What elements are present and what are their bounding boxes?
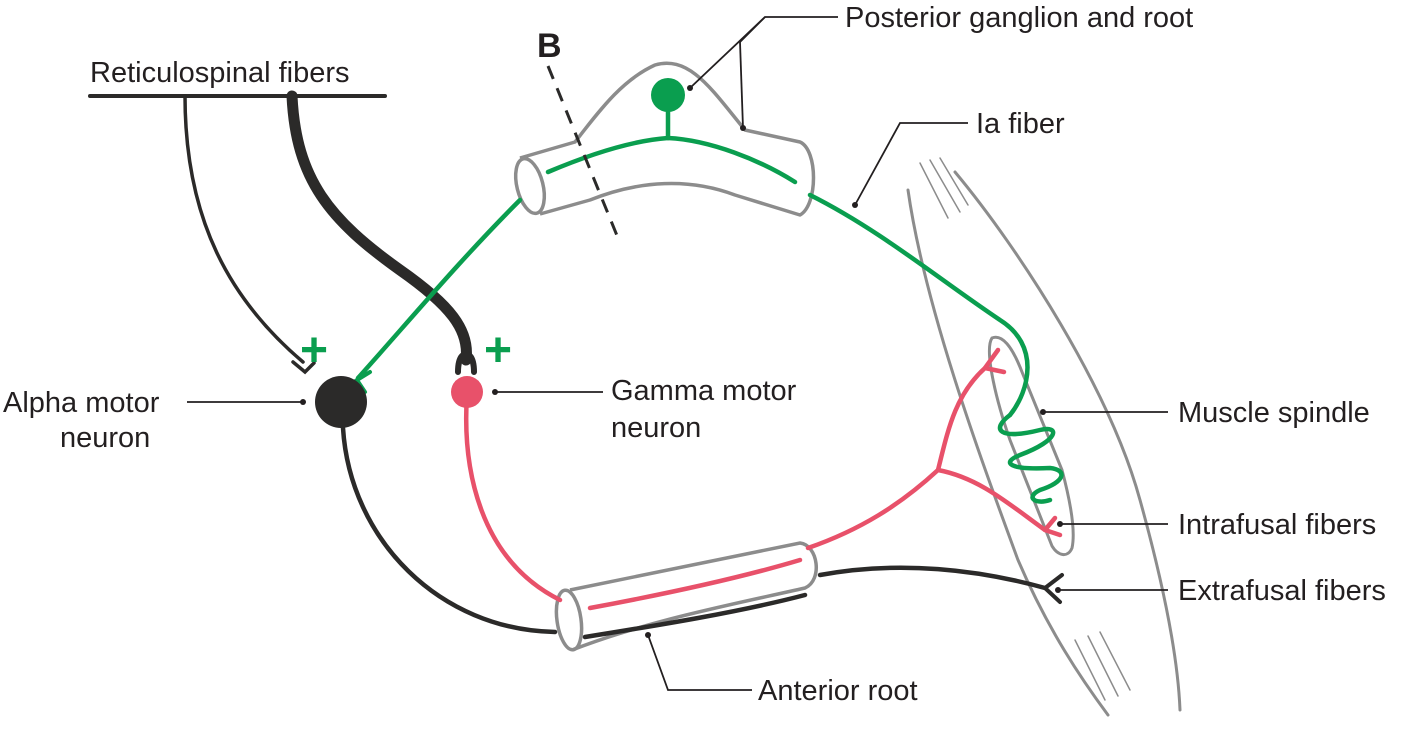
leader-lines (187, 16, 1168, 691)
alpha-motor-neuron (315, 376, 367, 428)
leader-dots (300, 85, 1063, 638)
anterior-root-sheath (554, 541, 818, 652)
posterior-ganglion-cell (651, 78, 685, 112)
posterior-root-sheath (513, 61, 816, 217)
extrafusal-label: Extrafusal fibers (1178, 575, 1386, 607)
gamma-motor-neuron (451, 376, 483, 408)
ia-fiber-label: Ia fiber (976, 108, 1065, 140)
gamma-label-line1: Gamma motor (611, 375, 797, 407)
muscle-spindle (988, 335, 1075, 556)
muscle-spindle-label: Muscle spindle (1178, 397, 1370, 429)
alpha-efferent-fiber (340, 425, 1064, 640)
intrafusal-label: Intrafusal fibers (1178, 509, 1376, 541)
b-dashed-line (546, 65, 622, 244)
alpha-excitatory-plus: + (300, 324, 328, 377)
gamma-label-line2: neuron (611, 412, 701, 444)
gamma-efferent-fiber (464, 347, 1063, 611)
b-marker-label: B (537, 27, 562, 65)
posterior-leader (689, 16, 838, 89)
muscle-outline (906, 157, 1182, 717)
posterior-ganglion-label: Posterior ganglion and root (845, 2, 1193, 34)
ia-leader (854, 122, 968, 206)
alpha-label-line1: Alpha motor (3, 387, 160, 419)
gamma-excitatory-plus: + (484, 324, 512, 377)
anterior-leader (647, 634, 752, 691)
anterior-root-label: Anterior root (758, 675, 918, 707)
reticulospinal-label: Reticulospinal fibers (90, 57, 350, 89)
ia-fiber (354, 107, 1064, 504)
reticulospinal-fibers (88, 90, 477, 375)
alpha-label-line2: neuron (60, 422, 150, 454)
